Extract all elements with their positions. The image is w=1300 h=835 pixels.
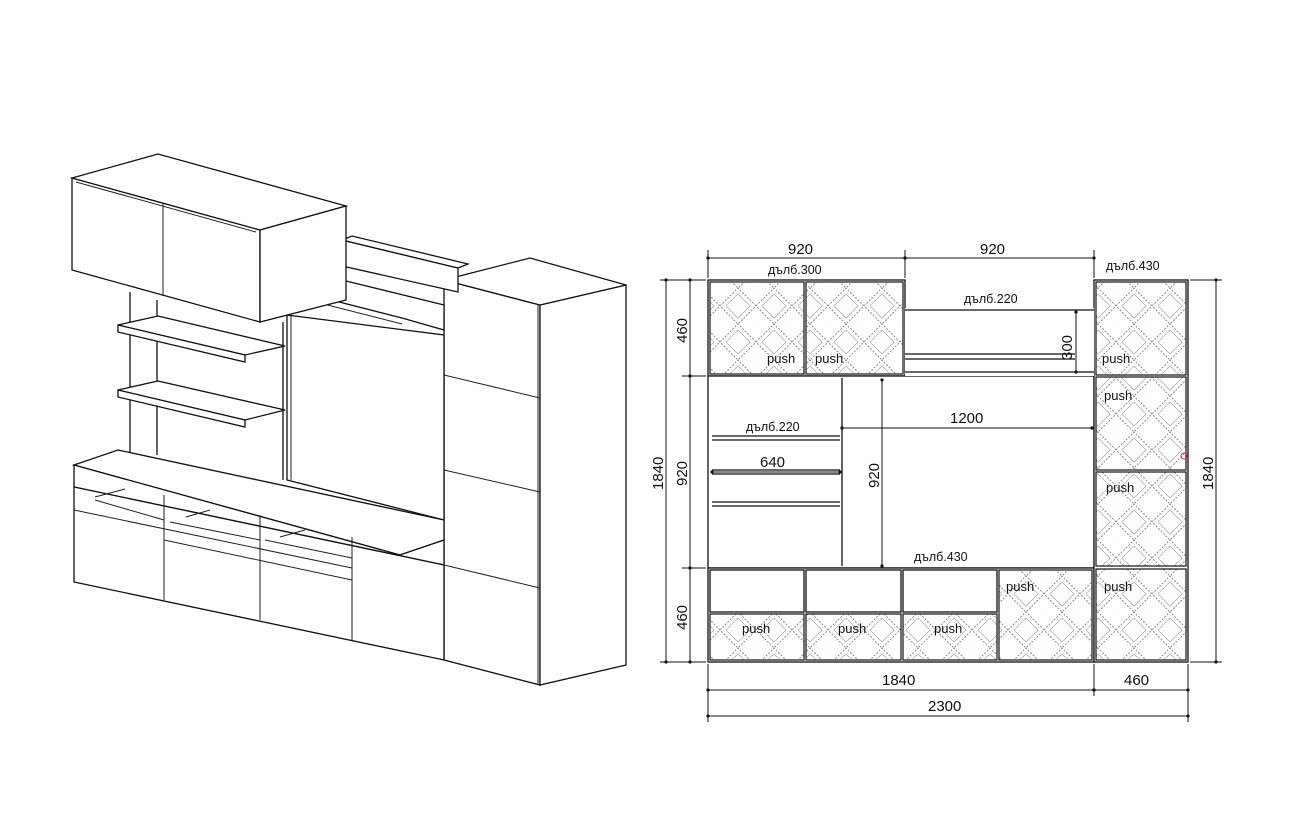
- tower-door-1: [1095, 281, 1187, 376]
- marker-dot: [1180, 452, 1188, 460]
- push-label-7: push: [1104, 579, 1132, 594]
- depth-label-430-top: дълб.430: [1106, 259, 1160, 273]
- door-top-left-1: [709, 281, 805, 375]
- door-top-left-2: [805, 281, 904, 375]
- iso-back-panel: [286, 314, 445, 521]
- tower-door-4: [1095, 568, 1187, 661]
- tower-door-2: [1095, 376, 1187, 471]
- push-label-6: push: [1006, 579, 1034, 594]
- dim-left-top-height: 460: [674, 318, 691, 343]
- drawer-1: [709, 613, 805, 661]
- iso-tall-tower: [443, 257, 627, 686]
- dim-left-overall-height: 1840: [650, 457, 667, 490]
- push-label-9: push: [838, 621, 866, 636]
- tower-door-3: [1095, 471, 1187, 567]
- iso-base-unit: [71, 449, 445, 661]
- dim-tv-width: 1200: [950, 410, 983, 427]
- push-label-4: push: [1104, 388, 1132, 403]
- push-label-2: push: [815, 351, 843, 366]
- front-elevation: push push push push push push push push …: [650, 241, 1222, 722]
- dim-left-bottom-height: 460: [674, 605, 691, 630]
- drawer-3: [902, 613, 998, 661]
- dim-top-right-width: 920: [980, 241, 1005, 258]
- dim-left-middle-height: 920: [674, 461, 691, 486]
- dim-bottom-side-width: 460: [1124, 672, 1149, 689]
- depth-label-430-bottom: дълб.430: [914, 550, 968, 564]
- iso-floating-shelves: [117, 315, 286, 428]
- push-label-1: push: [767, 351, 795, 366]
- depth-label-220-left: дълб.220: [746, 420, 800, 434]
- push-label-8: push: [742, 621, 770, 636]
- isometric-view: [69, 153, 627, 686]
- dim-bottom-main-width: 1840: [882, 672, 915, 689]
- iso-wall-cabinet: [69, 153, 349, 323]
- dimension-lines: [660, 250, 1222, 722]
- dim-shelf-width: 640: [760, 454, 785, 471]
- base-door: [998, 569, 1093, 661]
- dim-top-left-width: 920: [788, 241, 813, 258]
- dim-tv-height: 920: [866, 463, 883, 488]
- push-label-5: push: [1106, 480, 1134, 495]
- dim-total-width: 2300: [928, 698, 961, 715]
- depth-label-300: дълб.300: [768, 263, 822, 277]
- push-label-10: push: [934, 621, 962, 636]
- dim-right-overall-height: 1840: [1200, 457, 1217, 490]
- drawer-2: [805, 613, 902, 661]
- push-label-3: push: [1102, 351, 1130, 366]
- dim-shelf-gap: 300: [1059, 335, 1076, 360]
- depth-label-220-top: дълб.220: [964, 292, 1018, 306]
